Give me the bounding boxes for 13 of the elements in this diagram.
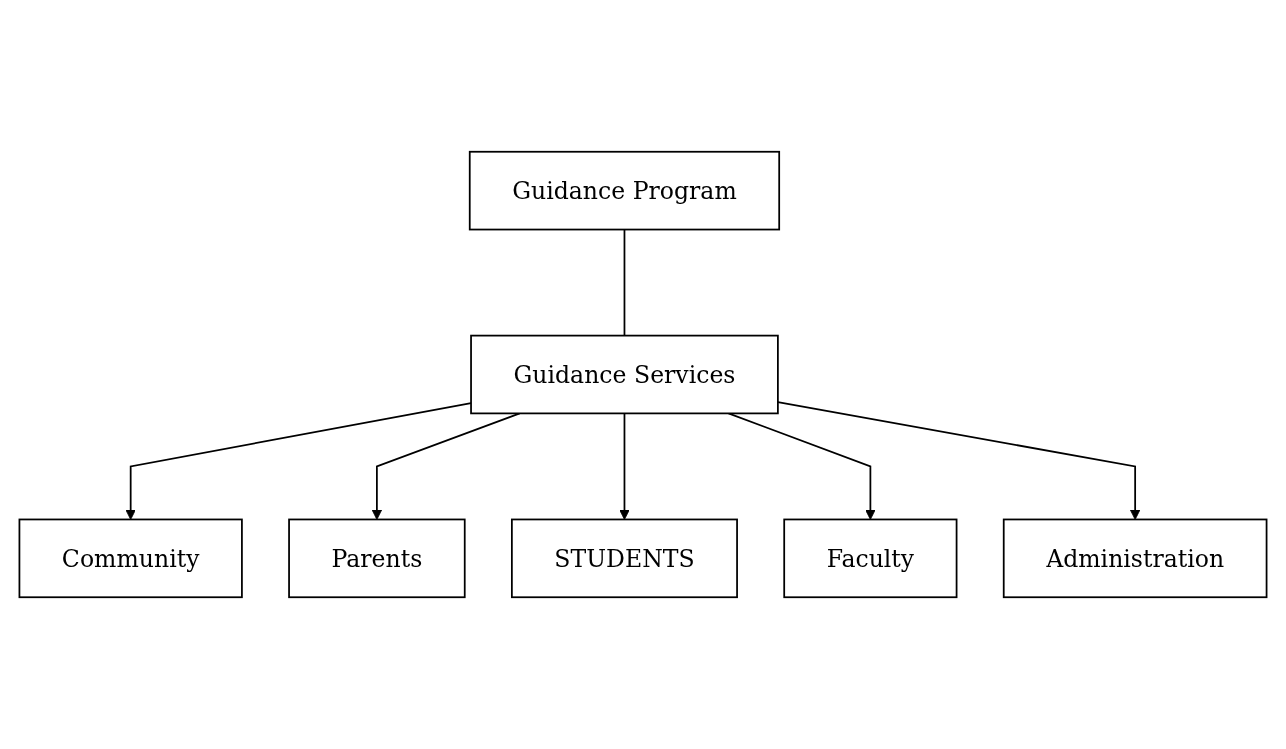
node-box: Guidance Program <box>468 150 781 231</box>
node-box: Parents <box>288 518 466 599</box>
arrow <box>371 412 521 520</box>
arrow <box>125 402 472 520</box>
node-box: STUDENTS <box>511 518 738 599</box>
arrow <box>777 401 1141 520</box>
node-box: Administration <box>1002 518 1268 599</box>
arrow <box>619 412 630 520</box>
arrow <box>727 412 876 520</box>
node-box: Faculty <box>783 518 958 599</box>
node-box: Community <box>18 518 243 599</box>
connector <box>623 228 626 337</box>
node-box: Guidance Services <box>470 334 779 415</box>
